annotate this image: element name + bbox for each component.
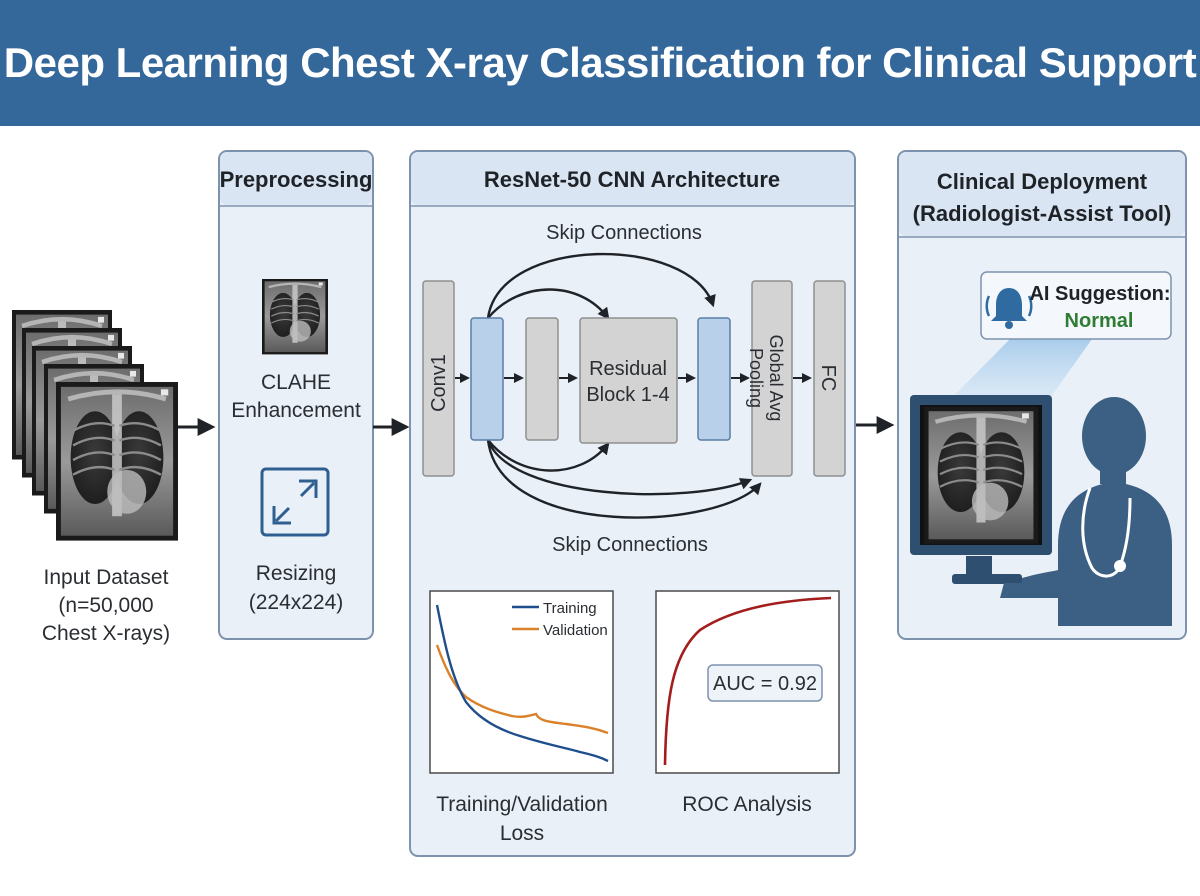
clahe-label-line2: Enhancement [231, 399, 361, 422]
resize-label-line1: Resizing [256, 562, 337, 585]
auc-label: AUC = 0.92 [713, 673, 817, 695]
auc-badge [707, 664, 823, 702]
roc-chart [655, 590, 840, 774]
input-label-line3: Chest X-rays) [42, 622, 170, 645]
loss-series-training [435, 604, 609, 763]
legend-validation: Validation [543, 622, 608, 639]
title-banner: Deep Learning Chest X-ray Classification… [0, 0, 1200, 126]
stethoscope-head [1114, 560, 1126, 572]
architecture-title: ResNet-50 CNN Architecture [484, 167, 780, 192]
stethoscope-icon [1081, 487, 1132, 578]
skip-connection-arcs [486, 252, 762, 519]
roc-caption: ROC Analysis [682, 793, 812, 816]
fc-block [813, 280, 846, 477]
residual-label-line1: Residual [589, 358, 667, 380]
loss-chart [429, 590, 614, 774]
residual-label-line2: Block 1-4 [586, 384, 669, 406]
roc-curve [663, 596, 832, 766]
resize-label-line2: (224x224) [249, 591, 344, 614]
suggestion-beam [946, 339, 1092, 404]
preprocessing-title: Preprocessing [220, 167, 373, 192]
preprocessing-panel [218, 150, 374, 640]
loss-caption-line2: Loss [500, 822, 544, 845]
deployment-title-line2: (Radiologist-Assist Tool) [913, 201, 1172, 226]
loss-caption-line1: Training/Validation [436, 793, 608, 816]
intermediate-block [525, 317, 559, 441]
clahe-label-line1: CLAHE [261, 371, 331, 394]
pool-label-line2: Pooling [746, 348, 766, 408]
highlight-block-right [697, 317, 731, 441]
legend-training: Training [543, 600, 597, 617]
bell-icon [985, 288, 1033, 329]
global-pooling-block [751, 280, 793, 477]
residual-block [579, 317, 678, 444]
fc-label: FC [817, 365, 839, 392]
conv1-label: Conv1 [428, 354, 450, 412]
highlight-block-left [470, 317, 504, 441]
xray-thumbnail-icon [260, 277, 330, 356]
input-label-line2: (n=50,000 [58, 594, 153, 617]
skip-connections-top-label: Skip Connections [546, 222, 702, 244]
ai-suggestion-card [980, 271, 1172, 340]
resize-arrows-icon [260, 467, 330, 537]
conv1-block [422, 280, 455, 477]
pipeline-diagram: Input Dataset (n=50,000 Chest X-rays) Pr… [0, 150, 1187, 857]
xray-thumbnail-icon [56, 382, 178, 541]
input-dataset-stack [12, 310, 178, 541]
ai-suggestion-value: Normal [1065, 310, 1134, 332]
deployment-title-line1: Clinical Deployment [937, 169, 1148, 194]
skip-connections-bottom-label: Skip Connections [552, 534, 708, 556]
input-label-line1: Input Dataset [44, 566, 169, 589]
pool-label-line1: Global Avg [766, 335, 786, 422]
ai-suggestion-label: AI Suggestion: [1029, 283, 1170, 305]
monitor-icon [910, 395, 1090, 598]
loss-series-validation [435, 644, 609, 735]
page-title: Deep Learning Chest X-ray Classification… [3, 39, 1197, 86]
